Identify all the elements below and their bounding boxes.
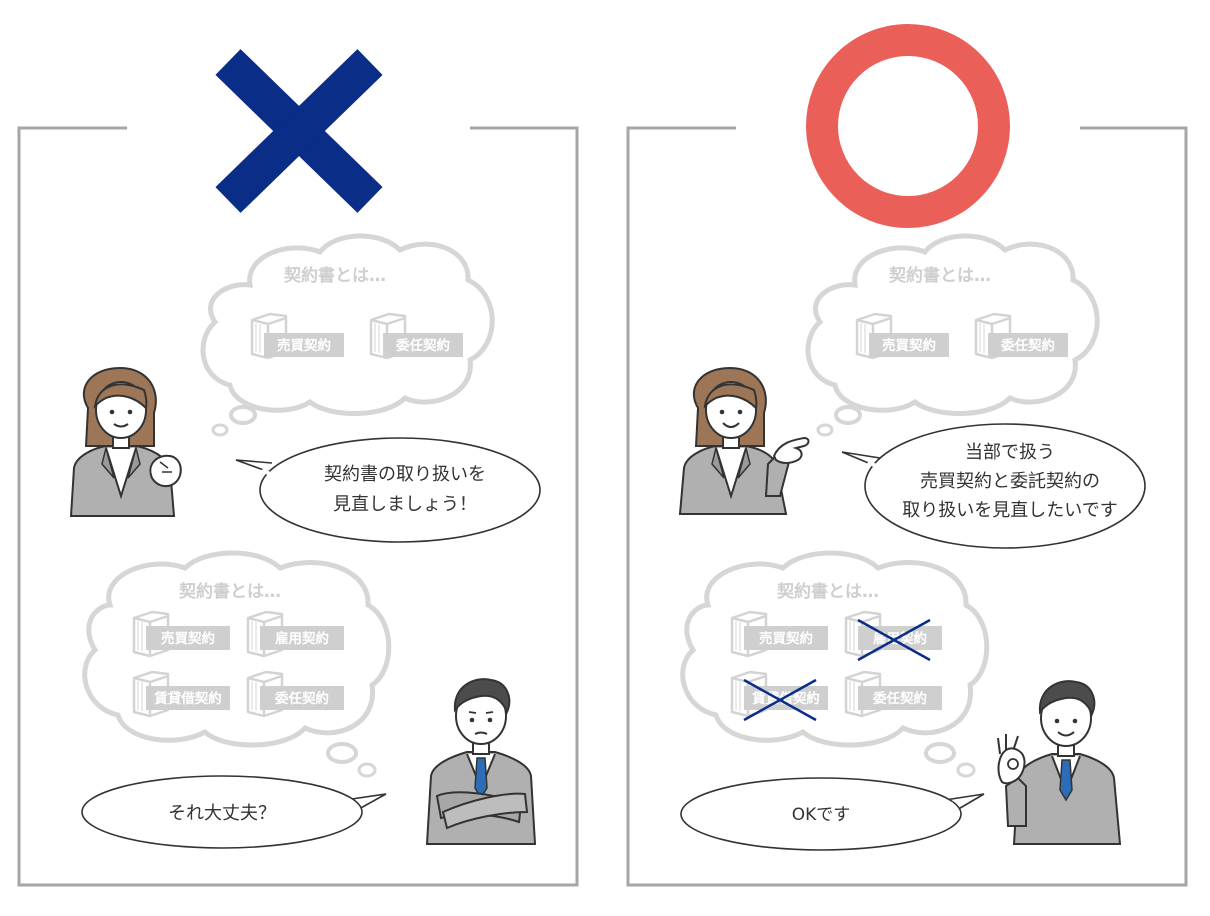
- contract-item: 雇用契約: [844, 610, 942, 662]
- strike-cross-icon: [857, 618, 931, 662]
- man-character: [425, 678, 537, 845]
- svg-text:雇用契約: 雇用契約: [275, 630, 329, 647]
- top-thought-cloud: 契約書とは… 売買契約 委任契約: [200, 233, 495, 437]
- bottom-thought-cloud: 契約書とは… 売買契約 雇用契約 賃貸借契約 委任契約: [82, 550, 392, 778]
- top-thought-cloud: 契約書とは… 売買契約 委任契約: [805, 233, 1100, 437]
- speech-line: 取り扱いを見直したいです: [902, 500, 1117, 521]
- speech-line: 当部で扱う: [965, 442, 1055, 463]
- left-panel-frame: [17, 126, 579, 887]
- man-character: [997, 680, 1122, 845]
- contract-item: 委任契約: [844, 670, 942, 718]
- thought-title: 契約書とは…: [178, 581, 281, 602]
- thought-title: 契約書とは…: [283, 265, 386, 286]
- man-speech-bubble: OKです: [680, 777, 985, 851]
- contract-item: 賃貸借契約: [132, 670, 230, 718]
- bottom-thought-cloud: 契約書とは… 売買契約 雇用契約 賃貸借契約: [680, 550, 990, 778]
- svg-text:委任契約: 委任契約: [395, 337, 450, 354]
- svg-text:売買契約: 売買契約: [277, 337, 331, 354]
- man-speech-bubble: それ大丈夫？: [81, 775, 387, 849]
- thought-title: 契約書とは…: [776, 581, 879, 602]
- svg-text:委任契約: 委任契約: [872, 690, 927, 707]
- contract-item: 売買契約: [730, 610, 828, 658]
- right-panel-frame: [626, 126, 1188, 887]
- speech-line: 契約書の取り扱いを: [324, 464, 486, 485]
- contract-item: 売買契約: [132, 610, 230, 658]
- speech-line: 売買契約と委託契約の: [920, 471, 1100, 492]
- svg-text:売買契約: 売買契約: [882, 337, 936, 354]
- woman-character: [69, 366, 182, 517]
- woman-character: [678, 366, 810, 515]
- contract-item: 売買契約: [855, 312, 949, 360]
- contract-item: 委任契約: [246, 670, 344, 718]
- svg-text:委任契約: 委任契約: [274, 690, 329, 707]
- thought-title: 契約書とは…: [888, 265, 991, 286]
- left-panel: 契約書とは… 売買契約 委任契約: [17, 49, 579, 887]
- contract-item: 雇用契約: [246, 610, 344, 658]
- speech-text: OKです: [792, 805, 851, 825]
- contract-item: 委任契約: [369, 312, 463, 360]
- circle-mark-icon: [806, 24, 1010, 228]
- woman-speech-bubble: 当部で扱う 売買契約と委託契約の 取り扱いを見直したいです: [841, 423, 1146, 549]
- speech-line: 見直しましょう！: [333, 494, 477, 515]
- contract-item: 売買契約: [250, 312, 344, 360]
- svg-text:売買契約: 売買契約: [161, 630, 215, 647]
- svg-text:賃貸借契約: 賃貸借契約: [153, 690, 222, 707]
- contract-item: 委任契約: [974, 312, 1068, 360]
- cross-mark-icon: [215, 49, 383, 213]
- speech-text: それ大丈夫？: [168, 803, 276, 824]
- right-panel: 契約書とは… 売買契約 委任契約: [626, 24, 1188, 887]
- svg-text:委任契約: 委任契約: [1000, 337, 1055, 354]
- svg-text:売買契約: 売買契約: [759, 630, 813, 647]
- contract-item: 賃貸借契約: [730, 670, 828, 722]
- woman-speech-bubble: 契約書の取り扱いを 見直しましょう！: [235, 437, 541, 543]
- strike-cross-icon: [743, 678, 817, 722]
